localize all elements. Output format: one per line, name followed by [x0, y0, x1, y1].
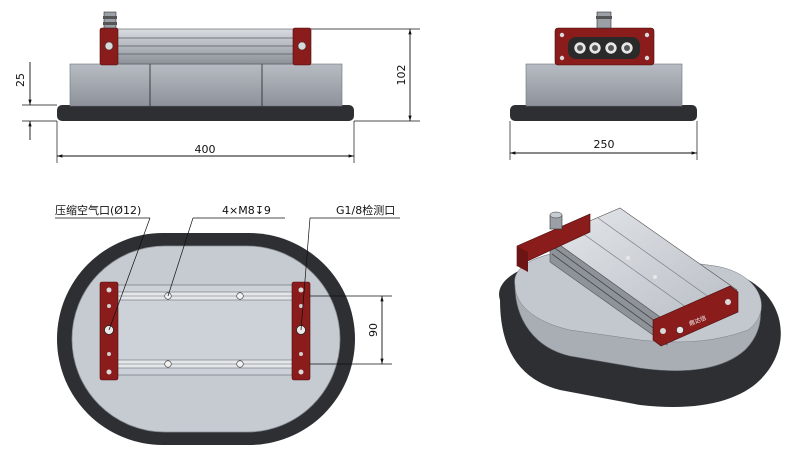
dim-height-base: 25 — [14, 73, 27, 87]
dim-height-total: 102 — [395, 65, 408, 86]
front-rail-block — [109, 28, 301, 65]
callout-air-inlet: 压缩空气口(Ø12) — [55, 203, 141, 217]
front-base-plate — [57, 105, 354, 121]
dim-width-front: 400 — [195, 143, 216, 156]
side-body — [525, 63, 683, 107]
iso-right-endplate — [652, 285, 739, 347]
callout-mount-holes: 4×M8↧9 — [222, 204, 271, 217]
front-fitting — [103, 11, 117, 29]
side-port-plate — [568, 37, 640, 59]
dim-width-side: 250 — [594, 138, 615, 151]
callout-test-port: G1/8检测口 — [336, 203, 395, 217]
mount-hole — [236, 360, 244, 368]
mount-hole — [236, 292, 244, 300]
side-fitting — [596, 11, 612, 29]
front-body — [69, 63, 343, 107]
dim-slot-spacing: 90 — [367, 323, 380, 337]
isometric-view: 鼎达信 — [499, 207, 781, 408]
mount-hole — [164, 360, 172, 368]
top-view: 压缩空气口(Ø12) 4×M8↧9 G1/8检测口 90 — [55, 203, 400, 445]
side-view: 250 — [509, 11, 698, 160]
front-view: 25 102 400 — [14, 11, 420, 163]
side-base-plate — [510, 105, 697, 121]
